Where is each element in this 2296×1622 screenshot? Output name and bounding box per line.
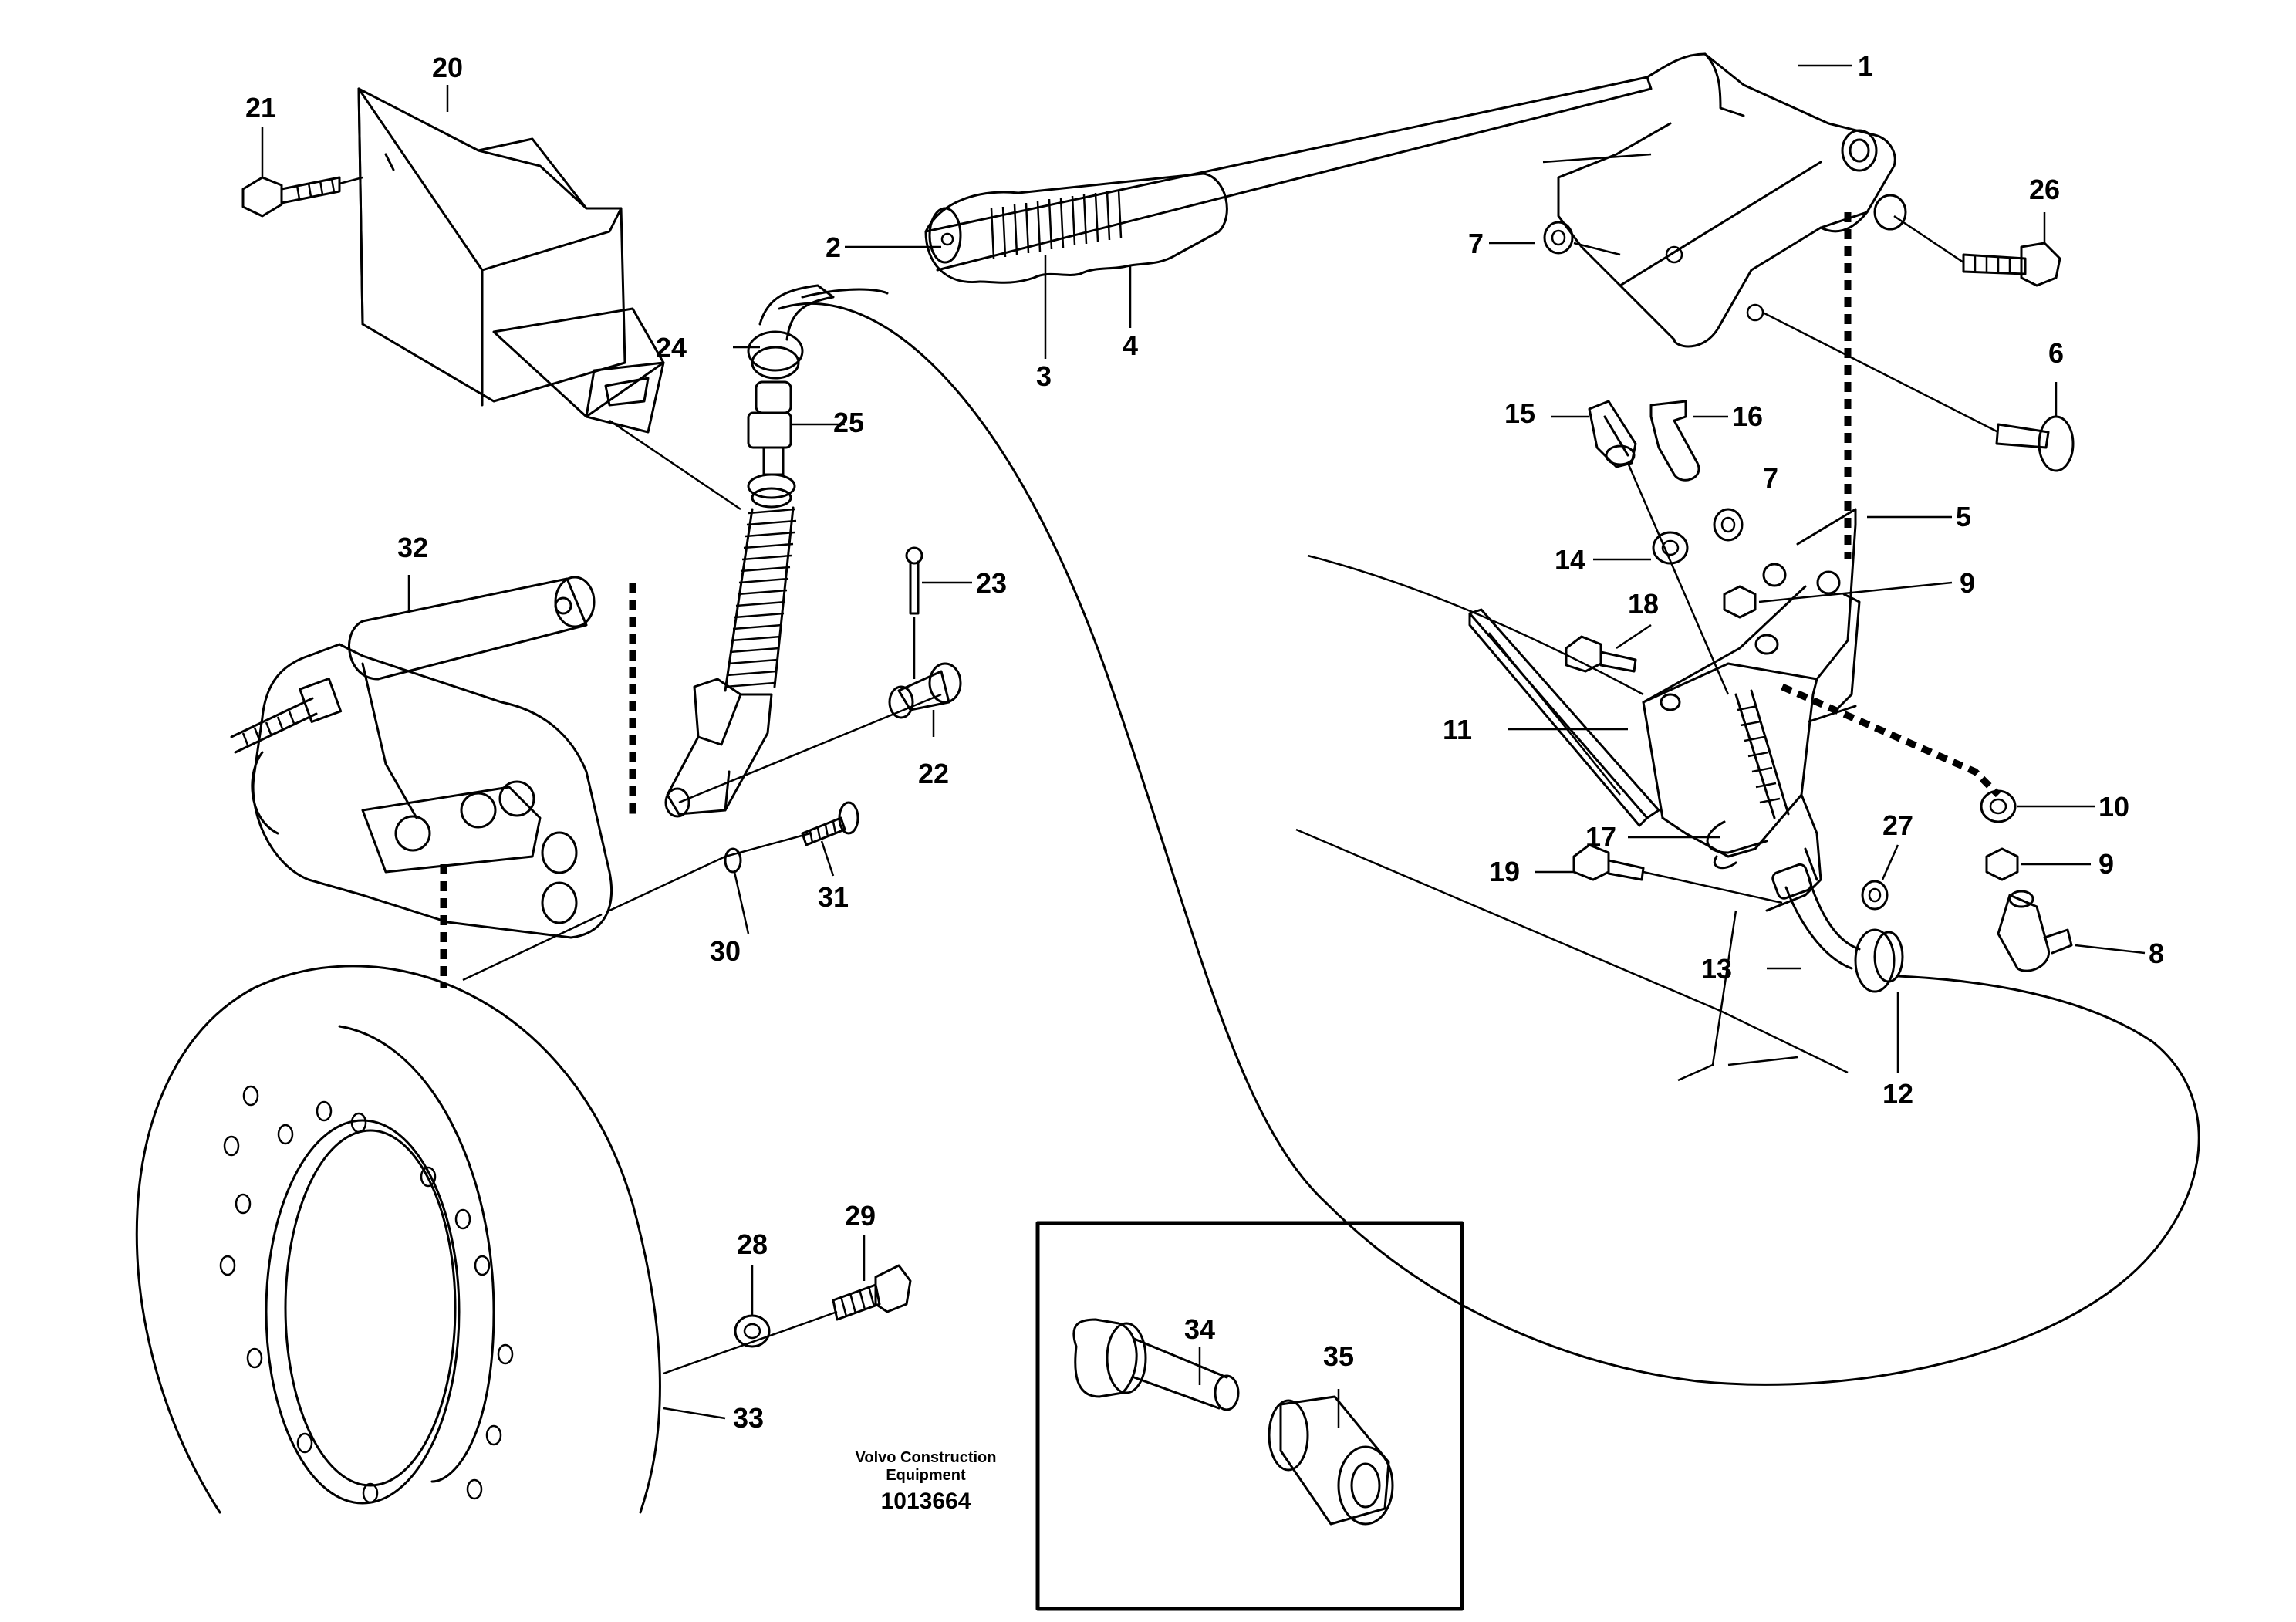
callout-2: 2 xyxy=(826,231,841,263)
callout-7-mid: 7 xyxy=(1763,462,1778,494)
callout-12: 12 xyxy=(1882,1078,1913,1110)
callout-31: 31 xyxy=(818,881,849,913)
caption-line-1: Volvo Construction xyxy=(856,1449,997,1466)
washer-30 xyxy=(724,847,742,874)
washer-7-mid xyxy=(1713,508,1744,542)
callout-33: 33 xyxy=(733,1402,764,1434)
callout-numbers: 1 2 3 4 5 6 7 7 8 9 9 10 11 12 13 14 15 … xyxy=(245,50,2164,1434)
mounting-bracket-5 xyxy=(1642,508,1861,912)
brake-cable xyxy=(778,302,2200,1386)
clevis-15 xyxy=(1588,400,1637,468)
guide-plate-11 xyxy=(1468,608,1660,827)
nut-9-lower xyxy=(1985,847,2019,881)
callout-25: 25 xyxy=(833,407,864,438)
bolt-26 xyxy=(1962,242,2061,287)
disc-bolt-holes xyxy=(219,1085,514,1504)
callout-34: 34 xyxy=(1184,1313,1215,1345)
callout-23: 23 xyxy=(976,567,1007,599)
callout-15: 15 xyxy=(1504,397,1535,429)
chassis-line-upper xyxy=(1307,554,1644,696)
spring-clip-17 xyxy=(1706,820,1768,870)
brake-caliper xyxy=(230,576,613,939)
callout-30: 30 xyxy=(710,935,741,967)
dashed-alignment-switch xyxy=(1781,683,2001,798)
cable-end-assembly xyxy=(664,284,835,818)
bolt-29 xyxy=(832,1264,912,1321)
callout-27: 27 xyxy=(1882,809,1913,841)
brake-switch-8 xyxy=(1997,890,2073,972)
callout-26: 26 xyxy=(2029,174,2060,205)
clevis-pin-6 xyxy=(1995,415,2075,472)
callout-24: 24 xyxy=(656,332,687,363)
bushing-34 xyxy=(1072,1318,1240,1411)
callout-22: 22 xyxy=(918,758,949,789)
callout-13: 13 xyxy=(1701,953,1732,985)
sleeve-35 xyxy=(1268,1395,1394,1526)
switch-cable-13 xyxy=(1771,847,1861,970)
callout-19: 19 xyxy=(1489,856,1520,887)
hand-lever xyxy=(924,52,1907,348)
callout-11: 11 xyxy=(1443,714,1472,745)
washer-7-top xyxy=(1543,221,1574,255)
bolt-31 xyxy=(801,801,859,846)
callout-32: 32 xyxy=(397,532,428,563)
cover-bracket xyxy=(357,87,665,434)
callout-9-upper: 9 xyxy=(1960,567,1975,599)
washer-27 xyxy=(1861,880,1889,911)
clevis-pin-22 xyxy=(888,662,962,719)
lock-washer-10 xyxy=(1980,789,2017,823)
cotter-pin-23 xyxy=(905,546,923,615)
callout-29: 29 xyxy=(845,1200,876,1232)
callout-18: 18 xyxy=(1628,588,1659,620)
callout-5: 5 xyxy=(1956,501,1971,532)
callout-14: 14 xyxy=(1555,544,1585,576)
callout-4: 4 xyxy=(1123,329,1138,361)
caption-line-2: Equipment xyxy=(886,1467,966,1484)
adjuster-rod xyxy=(1734,689,1790,819)
drawing-number: 1013664 xyxy=(881,1489,971,1514)
callout-16: 16 xyxy=(1732,400,1763,432)
drawing-caption: Volvo Construction Equipment 1013664 xyxy=(856,1449,997,1514)
callout-20: 20 xyxy=(432,52,463,83)
callout-21: 21 xyxy=(245,92,276,123)
chassis-line-lower xyxy=(1295,828,1849,1074)
clip-16 xyxy=(1649,400,1700,482)
callout-7-top: 7 xyxy=(1468,228,1484,259)
callout-17: 17 xyxy=(1585,821,1616,853)
callout-35: 35 xyxy=(1323,1340,1354,1372)
callout-1: 1 xyxy=(1858,50,1873,82)
brake-disc xyxy=(135,965,661,1514)
bolt-21 xyxy=(241,176,363,218)
callout-28: 28 xyxy=(737,1228,768,1260)
callout-9-lower: 9 xyxy=(2098,848,2114,880)
callout-8: 8 xyxy=(2149,938,2164,969)
grommet-12 xyxy=(1854,928,1904,993)
callout-3: 3 xyxy=(1036,360,1052,392)
nut-9-upper xyxy=(1723,585,1757,619)
callout-10: 10 xyxy=(2098,791,2129,823)
callout-leaders xyxy=(261,64,2146,1428)
bolt-18 xyxy=(1565,635,1637,673)
inset-detail-box xyxy=(1035,1221,1464,1611)
callout-6: 6 xyxy=(2048,337,2064,369)
dashed-alignment-caliper xyxy=(629,583,640,814)
